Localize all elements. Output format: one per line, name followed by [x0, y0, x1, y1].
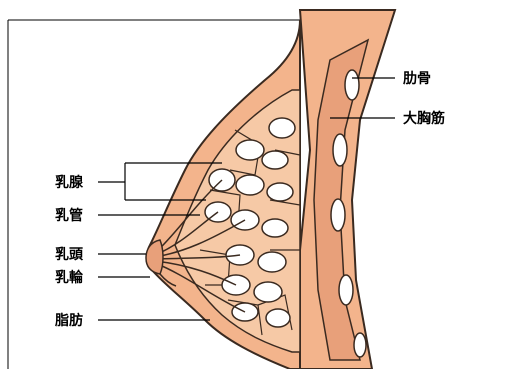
lobule: [262, 219, 288, 237]
rib: [331, 199, 345, 231]
label-nipple: 乳頭: [55, 246, 84, 263]
lobule: [262, 151, 288, 169]
rib: [345, 70, 359, 100]
label-areola: 乳輪: [55, 269, 84, 286]
rib: [333, 134, 347, 166]
label-lobules: 乳腺: [55, 174, 84, 191]
lobule: [267, 183, 293, 201]
lobule: [236, 140, 264, 160]
rib: [354, 333, 366, 357]
lobule: [254, 282, 282, 302]
label-fat: 脂肪: [54, 312, 83, 329]
lobule: [236, 175, 264, 195]
lobule: [266, 309, 290, 327]
label-duct: 乳管: [55, 207, 83, 224]
lobule: [258, 252, 286, 272]
rib: [339, 275, 353, 305]
label-rib: 肋骨: [403, 70, 431, 87]
nipple: [146, 240, 163, 274]
lobule: [269, 118, 295, 138]
label-pectoralis: 大胸筋: [403, 110, 445, 127]
